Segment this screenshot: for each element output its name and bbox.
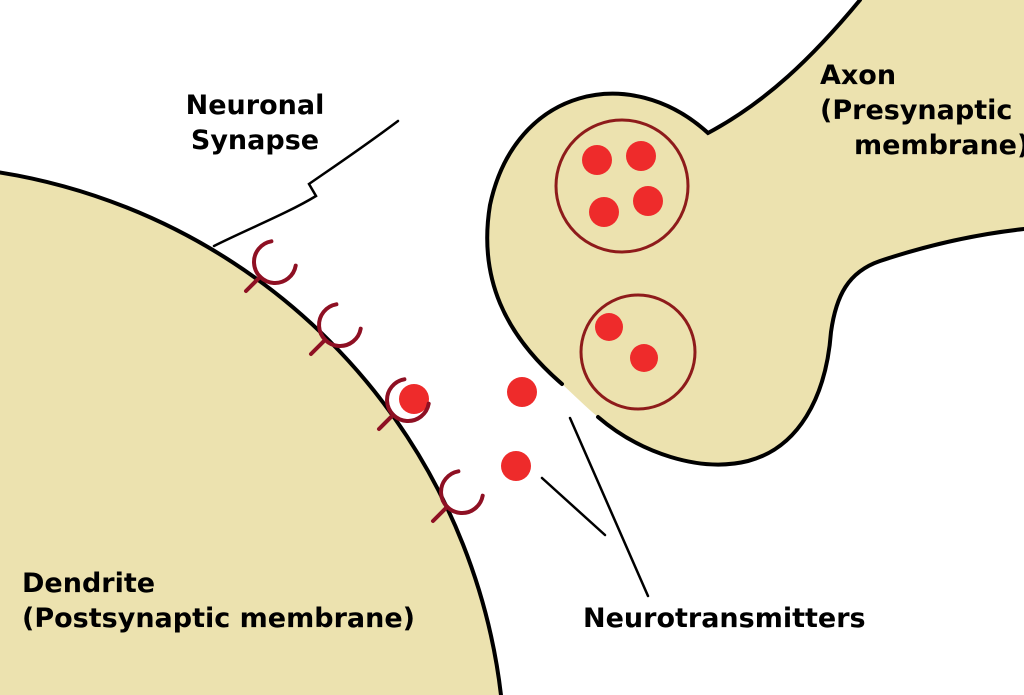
receptor-4 [431, 469, 485, 523]
neurotransmitters-pointer-line [540, 416, 650, 598]
dendrite-label-line1: Dendrite [22, 568, 156, 599]
axon-outline [485, 0, 1024, 467]
axon-label-line3: membrane) [854, 130, 1024, 162]
neurotransmitter-dot [399, 384, 429, 414]
synapse-label-line2: Synapse [190, 125, 320, 157]
neurotransmitter-dot [626, 141, 656, 171]
neurotransmitter-dot [507, 377, 537, 407]
axon-shape [487, 0, 1024, 465]
dendrite-shape [0, 170, 503, 695]
neurotransmitter-dot [633, 186, 663, 216]
synapse-label: Neuronal Synapse [170, 88, 340, 158]
axon-label: Axon (Presynaptic membrane) [820, 58, 1024, 163]
neurotransmitter-dot [501, 451, 531, 481]
neurotransmitter-dot [595, 313, 623, 341]
vesicle-1 [554, 118, 690, 254]
neurotransmitters-label: Neurotransmitters [583, 601, 866, 636]
receptor-2 [309, 302, 363, 356]
axon-label-line2: (Presynaptic [820, 95, 1013, 127]
dendrite-label: Dendrite (Postsynaptic membrane) [22, 566, 415, 636]
receptor-3 [377, 377, 431, 431]
neurotransmitters-label-text: Neurotransmitters [583, 603, 866, 634]
axon-label-line1: Axon [820, 60, 897, 91]
dendrite-label-line2: (Postsynaptic membrane) [22, 603, 415, 635]
neurotransmitter-dot [589, 197, 619, 227]
receptor-1 [244, 239, 298, 293]
neurotransmitter-dot [630, 344, 658, 372]
synapse-label-line1: Neuronal [185, 90, 325, 121]
neurotransmitter-dot [582, 145, 612, 175]
vesicle-2 [579, 293, 697, 411]
synapse-pointer-line [212, 119, 400, 248]
